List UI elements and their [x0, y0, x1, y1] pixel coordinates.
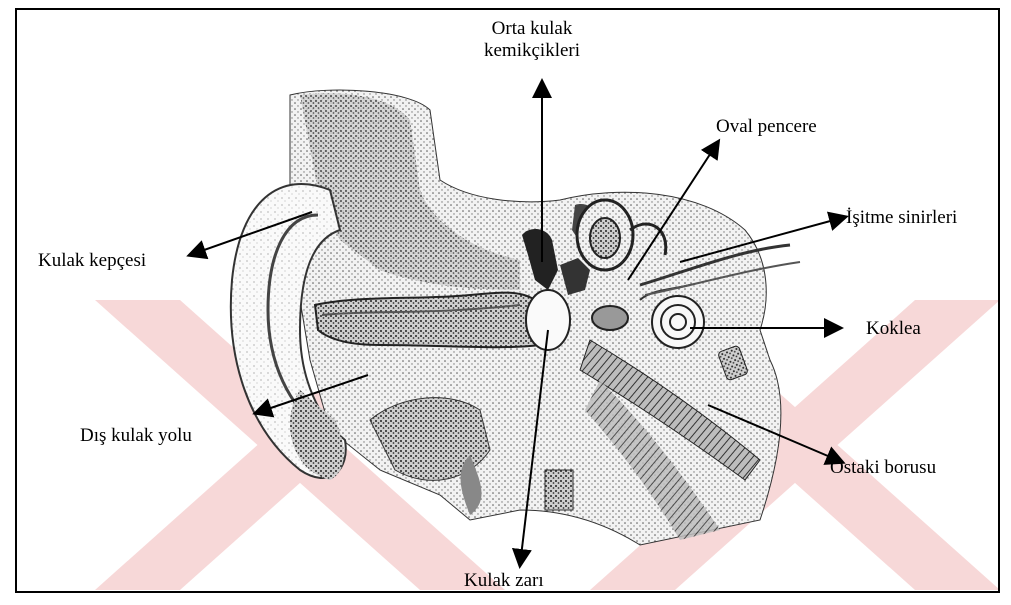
label-oval-window: Oval pencere: [716, 116, 817, 138]
label-middle-ear-bones: Orta kulak kemikçikleri: [484, 18, 580, 62]
label-auditory-nerves: İşitme sinirleri: [846, 207, 957, 229]
label-cochlea: Koklea: [866, 318, 921, 340]
label-ear-canal: Dış kulak yolu: [80, 425, 192, 447]
diagram-frame: [15, 8, 1000, 593]
label-eustachian-tube: Östaki borusu: [830, 457, 936, 479]
label-middle-ear-bones-line2: kemikçikleri: [484, 40, 580, 62]
label-middle-ear-bones-line1: Orta kulak: [484, 18, 580, 40]
label-pinna: Kulak kepçesi: [38, 250, 146, 272]
label-eardrum: Kulak zarı: [464, 570, 544, 592]
